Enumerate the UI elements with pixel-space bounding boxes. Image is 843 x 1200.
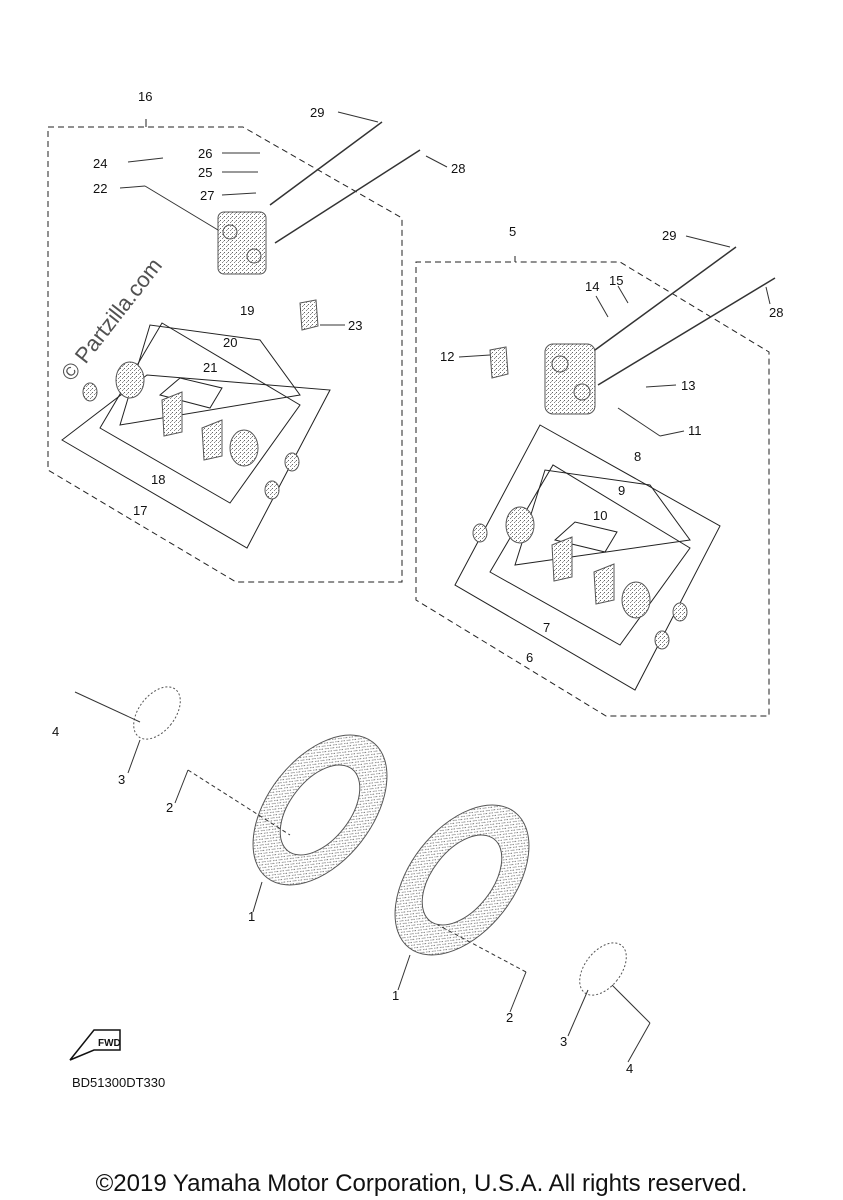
callout-19: 19: [240, 303, 254, 318]
callout-1-lower: 1: [392, 988, 399, 1003]
brake-disc-lower: [394, 804, 530, 956]
callout-10: 10: [593, 508, 607, 523]
caliper-assembly-right: [415, 254, 770, 717]
callout-1-upper: 1: [248, 909, 255, 924]
caliper-body-right: [544, 343, 596, 415]
fwd-arrow-icon: FWD: [69, 1029, 121, 1061]
fwd-label: FWD: [98, 1038, 121, 1049]
callout-29-upper: 29: [310, 105, 324, 120]
pins-and-bolts: [144, 121, 776, 437]
pad-kit-frame-19: [119, 324, 301, 426]
seal-kit-frame-6: [454, 424, 721, 691]
piston-set-left: [82, 361, 300, 500]
callout-18: 18: [151, 472, 165, 487]
assembly-boundary-5: [415, 254, 770, 717]
callout-7: 7: [543, 620, 550, 635]
callout-3-lower: 3: [560, 1034, 567, 1049]
callout-25: 25: [198, 165, 212, 180]
callout-21: 21: [203, 360, 217, 375]
callout-14: 14: [585, 279, 599, 294]
callout-9: 9: [618, 483, 625, 498]
seal-kit-frame-7: [489, 464, 691, 646]
callout-20: 20: [223, 335, 237, 350]
callout-28-upper: 28: [451, 161, 465, 176]
callout-6: 6: [526, 650, 533, 665]
copyright-notice: ©2019 Yamaha Motor Corporation, U.S.A. A…: [95, 1170, 748, 1197]
callout-12: 12: [440, 349, 454, 364]
callout-11: 11: [688, 423, 702, 438]
callout-4-upper: 4: [52, 724, 59, 739]
brake-pads-right: [551, 536, 615, 605]
callout-29-lower: 29: [662, 228, 676, 243]
clip-23: [299, 299, 319, 331]
spacer-ring-lower: [579, 942, 627, 996]
pad-kit-frame-10: [553, 521, 618, 553]
callout-28-lower: 28: [769, 305, 783, 320]
seal-kit-frame-18: [99, 322, 301, 504]
clip-12: [489, 346, 509, 379]
caliper-assembly-left: [47, 118, 403, 583]
callout-22: 22: [93, 181, 107, 196]
callout-23: 23: [348, 318, 362, 333]
brake-pads-left: [161, 391, 223, 461]
diagram-code: BD51300DT330: [72, 1075, 165, 1090]
piston-set-right: [472, 506, 688, 650]
brake-disc-upper: [252, 734, 388, 886]
callout-27: 27: [200, 188, 214, 203]
pad-kit-frame-9: [514, 469, 691, 566]
callout-2-lower: 2: [506, 1010, 513, 1025]
callout-labels: 16 29 28 24 26 25 27 22 19 23 20 21 18 1…: [52, 89, 783, 1076]
callout-24: 24: [93, 156, 107, 171]
callout-8: 8: [634, 449, 641, 464]
callout-3-upper: 3: [118, 772, 125, 787]
leader-lines: [74, 111, 771, 1063]
callout-5: 5: [509, 224, 516, 239]
callout-4-lower: 4: [626, 1061, 633, 1076]
caliper-body-left: [217, 211, 267, 275]
assembly-boundary-16: [47, 118, 403, 583]
callout-15: 15: [609, 273, 623, 288]
callout-26: 26: [198, 146, 212, 161]
callout-2-upper: 2: [166, 800, 173, 815]
pad-kit-frame-21: [158, 377, 223, 409]
spacer-ring-upper: [133, 686, 181, 740]
callout-17: 17: [133, 503, 147, 518]
callout-13: 13: [681, 378, 695, 393]
callout-16: 16: [138, 89, 152, 104]
